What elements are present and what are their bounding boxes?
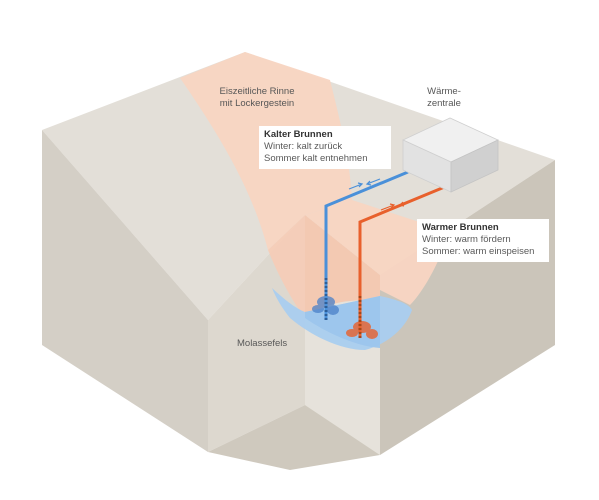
warm-plume	[346, 321, 378, 339]
cold-well-summer: Sommer kalt entnehmen	[264, 153, 368, 164]
glacial-channel-section	[268, 215, 305, 318]
cold-well-winter: Winter: kalt zurück	[264, 141, 343, 152]
heat-plant-label: Wärme- zentrale	[416, 86, 472, 110]
plant-right	[450, 139, 499, 193]
warm-well-summer: Sommer: warm einspeisen	[422, 246, 535, 257]
heat-plant-label-line-1: Wärme-	[427, 86, 461, 97]
warm-flow-arrows	[380, 199, 414, 211]
warm-well-winter: Winter: warm fördern	[422, 234, 511, 245]
cold-well-callout: Kalter Brunnen Winter: kalt zurück Somme…	[259, 126, 391, 169]
channel-label-line-2: mit Lockergestein	[219, 98, 295, 109]
bedrock-label: Molassefels	[237, 338, 288, 349]
heat-plant-label-line-2: zentrale	[427, 98, 461, 109]
channel-label-line-1: Eiszeitliche Rinne	[219, 86, 295, 97]
warm-well-title: Warmer Brunnen	[422, 222, 499, 233]
cold-well-title: Kalter Brunnen	[264, 129, 333, 140]
channel-label: Eiszeitliche Rinne mit Lockergestein	[215, 86, 299, 110]
glacial-channel-section-right	[305, 200, 450, 305]
ground-left-face	[42, 130, 208, 452]
warm-well-callout: Warmer Brunnen Winter: warm fördern Somm…	[417, 219, 549, 262]
section-floor	[208, 405, 380, 470]
cold-flow-arrows	[348, 178, 381, 190]
warm-well-pipe	[358, 184, 448, 338]
